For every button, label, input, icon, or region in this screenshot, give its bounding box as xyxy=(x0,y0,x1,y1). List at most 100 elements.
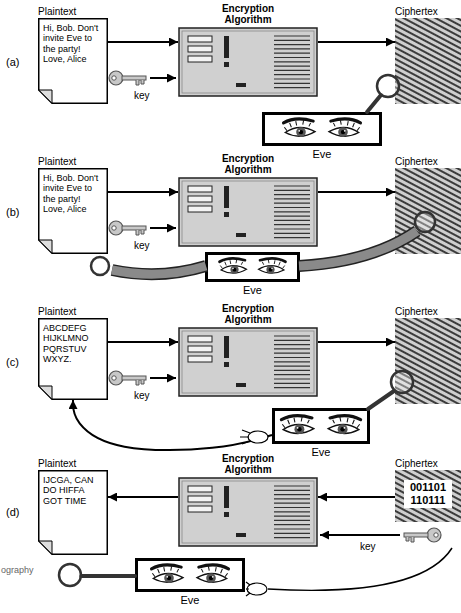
right-eye xyxy=(328,416,360,435)
eyelashes xyxy=(284,120,310,131)
document-fold xyxy=(39,386,52,399)
document-sheet xyxy=(39,471,108,555)
plaintext-document: PlaintextHi, Bob. Don't invite Eve to th… xyxy=(38,168,108,254)
eyelashes xyxy=(282,417,309,428)
eve-name: Eve xyxy=(135,594,245,606)
eye-glint xyxy=(232,268,234,270)
left-eye xyxy=(220,258,247,273)
vent-line xyxy=(274,507,310,508)
vent-line xyxy=(274,378,310,379)
document-sheet xyxy=(39,19,108,104)
pupil xyxy=(233,268,237,272)
eve-hand xyxy=(247,583,267,595)
vent-line xyxy=(274,40,310,41)
vent-line xyxy=(274,70,310,71)
eyebrow xyxy=(199,565,229,569)
pupil xyxy=(340,427,345,432)
eyelashes xyxy=(201,566,227,577)
drive-bay xyxy=(188,336,212,342)
eve-eyes xyxy=(284,119,361,137)
vent-line xyxy=(274,387,310,388)
vent-line xyxy=(274,524,310,525)
power-slot xyxy=(236,233,246,237)
key-arrow xyxy=(320,534,400,536)
key-icon xyxy=(404,528,441,542)
vent-line xyxy=(274,185,310,186)
vent-line xyxy=(274,190,310,191)
ciphertext-heading: Ciphertex xyxy=(395,156,438,167)
panel-letter: (b) xyxy=(6,206,19,218)
document-fold xyxy=(39,90,52,103)
vent-line xyxy=(274,207,310,208)
document-text: IJCGA, CAN DO HIFFA GOT TIME xyxy=(38,470,108,520)
pupil xyxy=(209,576,213,580)
plaintext-document: PlaintextHi, Bob. Don't invite Eve to th… xyxy=(38,18,108,104)
machine-body xyxy=(179,328,317,396)
document-fold xyxy=(39,240,52,253)
eyebrow xyxy=(220,258,246,261)
eye-white xyxy=(283,424,314,433)
machine-case xyxy=(179,478,317,546)
vent-line xyxy=(274,74,310,75)
vent-line xyxy=(274,528,310,529)
key-label: key xyxy=(360,541,376,552)
machine-case xyxy=(179,328,317,396)
vent-line xyxy=(274,211,310,212)
iris xyxy=(164,573,174,583)
eve-eyes-frame: Eve xyxy=(272,408,370,444)
flow-arrow xyxy=(318,496,395,498)
vent-line xyxy=(274,357,310,358)
encryption-machine-shape xyxy=(178,27,318,97)
drive-bay xyxy=(188,356,212,362)
vent-line xyxy=(274,198,310,199)
iris xyxy=(266,266,274,274)
eve-name: Eve xyxy=(205,284,300,296)
drive-bay xyxy=(188,36,212,42)
document-heading: Plaintext xyxy=(38,156,76,167)
eve-eyes-frame-shape xyxy=(135,558,245,592)
eyebrow xyxy=(281,416,312,420)
eye-glint xyxy=(298,130,300,132)
eyebrow xyxy=(152,565,182,569)
key-label: key xyxy=(134,240,150,251)
power-slot xyxy=(236,83,246,87)
eyelashes xyxy=(333,120,359,131)
eve-name: Eve xyxy=(272,446,370,458)
eye-white xyxy=(197,573,227,582)
eyes-frame xyxy=(207,254,299,281)
eye-glint xyxy=(271,268,273,270)
eve-hand xyxy=(248,431,268,443)
eye-white xyxy=(328,424,359,433)
key-arrow xyxy=(150,377,176,379)
encryption-machine: Encryption Algorithm xyxy=(178,477,318,547)
key-arrow xyxy=(150,77,176,79)
vent-line xyxy=(274,83,310,84)
drive-bay xyxy=(188,506,212,512)
eve-arm xyxy=(112,266,206,274)
eyelashes xyxy=(220,260,243,269)
document-fold xyxy=(39,541,52,554)
drive-bay xyxy=(188,196,212,202)
document-heading: Plaintext xyxy=(38,458,76,469)
ciphertext-image: Ciphertex001101 110111 xyxy=(395,470,461,522)
flow-arrow xyxy=(108,191,178,193)
right-eye xyxy=(329,119,361,137)
vent-line xyxy=(274,35,310,36)
eyelashes xyxy=(262,260,285,269)
iris xyxy=(206,573,216,583)
right-eye xyxy=(197,565,229,583)
ciphertext-heading: Ciphertex xyxy=(395,6,438,17)
indicator-bar xyxy=(224,336,229,358)
ciphertext-bits: 001101 110111 xyxy=(404,480,452,508)
encryption-machine: Encryption Algorithm xyxy=(178,27,318,97)
indicator-dot xyxy=(224,362,229,367)
eve-eyes-frame-shape xyxy=(262,112,382,146)
vent-line xyxy=(274,78,310,79)
eve-eyes-frame: Eve xyxy=(135,558,245,592)
magnifier-handle xyxy=(367,95,381,112)
iris xyxy=(294,424,304,434)
vent-line xyxy=(274,228,310,229)
document-text: Hi, Bob. Don't invite Eve to the party! … xyxy=(38,168,108,228)
eye-white xyxy=(153,573,183,582)
vent-line xyxy=(274,374,310,375)
